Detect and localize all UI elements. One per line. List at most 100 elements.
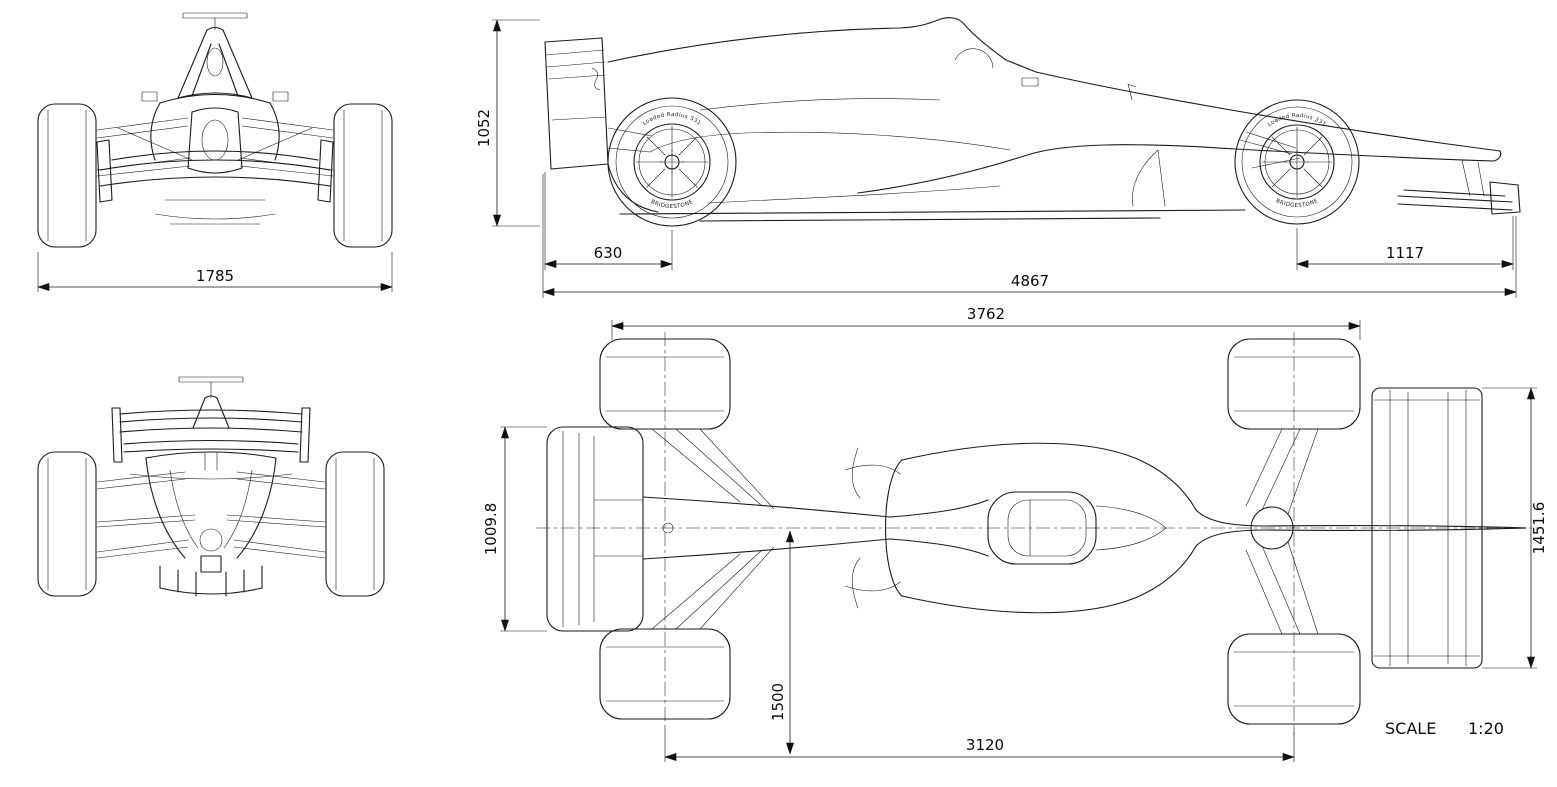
- rear-suspension-plan: [1245, 428, 1319, 635]
- dimension-label-front-wing-width: 1009.8: [482, 503, 500, 556]
- dimension-label-front-overhang: 1117: [1386, 244, 1424, 262]
- cockpit-opening: [987, 491, 1097, 565]
- dimension-overall-length: 4867: [542, 174, 1517, 298]
- front-wheel-spokes: [1261, 126, 1333, 198]
- beam-wing: [129, 473, 293, 480]
- chassis-keel: [857, 144, 1236, 194]
- scale-note: SCALE 1:20: [1385, 719, 1504, 738]
- antenna: [1127, 83, 1137, 101]
- monocoque-plan: [889, 499, 989, 557]
- side-view: Loaded Radius 331 BRIDGESTONE Loaded Rad…: [475, 17, 1521, 298]
- sidepod-outline-bottom: [901, 529, 1269, 614]
- rear-tire-marking-top: Loaded Radius 331: [642, 112, 702, 127]
- wing-beam: [607, 127, 653, 153]
- rear-wing-endplates: [111, 407, 311, 463]
- engine-cover-rear: [145, 451, 277, 559]
- rear-lower-bodywork: [607, 163, 659, 213]
- dimension-front-overhang: 1117: [1296, 216, 1514, 270]
- front-tire-left-tread: [47, 109, 87, 242]
- rear-tire-left-tread: [47, 457, 87, 591]
- tail-beam: [1267, 525, 1527, 531]
- dimension-front-track-width: 1785: [37, 252, 393, 292]
- rear-view: [37, 376, 385, 597]
- nose-plan: [642, 496, 891, 560]
- headrest: [1007, 499, 1087, 557]
- rear-tire-right: [325, 451, 385, 597]
- rear-wheel: Loaded Radius 331 BRIDGESTONE: [607, 97, 737, 227]
- front-tire-plan-top: [599, 338, 731, 430]
- rear-wing-plan: [1371, 387, 1483, 669]
- dimension-label-body-length: 3762: [967, 305, 1005, 323]
- dimension-label-track: 1500: [769, 683, 787, 721]
- floor: [619, 209, 1246, 222]
- front-wing-endplates: [96, 139, 334, 203]
- rear-suspension: [96, 471, 326, 559]
- rear-wing-planes: [119, 409, 303, 453]
- mirror-right: [272, 91, 289, 102]
- nose-camera: [662, 522, 674, 534]
- wing-supports: [204, 451, 218, 471]
- dimension-label-front-track: 1785: [196, 267, 234, 285]
- nose-cone: [187, 107, 243, 174]
- front-view: 1785: [37, 12, 393, 292]
- dimension-front-wing-width: 1009.8: [482, 426, 547, 632]
- lower-body: [154, 199, 276, 225]
- rear-tire-plan-bottom: [1227, 633, 1361, 725]
- rear-tire-right-tread: [335, 457, 375, 591]
- mirror: [1021, 77, 1039, 87]
- engine-cover-plan: [1095, 505, 1167, 551]
- dimension-body-length: 3762: [611, 305, 1361, 340]
- front-wing-endplate: [1489, 181, 1521, 215]
- rain-light: [200, 555, 222, 573]
- diffuser: [159, 565, 263, 597]
- helmet: [954, 48, 994, 69]
- rear-tire-plan-top: [1227, 338, 1361, 430]
- front-tire-plan-bottom: [599, 628, 731, 720]
- mirror-left: [141, 91, 158, 102]
- front-tire-right-tread: [343, 109, 383, 242]
- rear-wheel-spokes: [635, 125, 709, 199]
- bargeboard: [1132, 149, 1166, 207]
- nose-tip: [201, 119, 229, 161]
- engine-cover-inner: [169, 469, 253, 549]
- engine-cover-fin-line: [699, 98, 941, 111]
- endplate-logo: [591, 67, 601, 91]
- rear-wheel-center-mark: [660, 150, 684, 174]
- dimension-wheelbase: 3120: [664, 725, 1295, 762]
- sidepod-bottom-line: [707, 185, 1001, 204]
- dimension-label-wheelbase: 3120: [966, 736, 1004, 754]
- dimension-track: 1500: [769, 530, 794, 755]
- airbox-inlet: [206, 47, 224, 77]
- front-suspension-plan: [651, 428, 775, 630]
- front-tire-left: [37, 103, 97, 248]
- dimension-label-rear-overhang: 630: [594, 244, 623, 262]
- front-tire-right: [333, 103, 393, 248]
- dimension-overall-height: 1052: [475, 19, 540, 227]
- top-view: 3762 1009.8 1451.6 1500 3120: [482, 305, 1548, 762]
- front-wing-plan: [546, 426, 644, 632]
- sidepod-front-edge: [885, 459, 903, 597]
- nose-top: [1035, 71, 1501, 152]
- dimension-rear-overhang: 630: [544, 172, 673, 270]
- rollhoop-airbox: [177, 26, 253, 99]
- front-wing-flap-lines: [562, 430, 644, 628]
- dimension-label-overall-length: 4867: [1011, 272, 1049, 290]
- sidepod-top-line: [649, 131, 1011, 153]
- front-wing-profile: [1397, 189, 1513, 211]
- front-suspension: [96, 117, 334, 177]
- front-wheel-center-mark: [1285, 150, 1309, 174]
- rear-tire-marking-bottom: BRIDGESTONE: [650, 199, 695, 210]
- dimension-label-rear-wing-span: 1451.6: [1530, 502, 1548, 555]
- rear-wing-plan-elements: [1373, 389, 1481, 667]
- bargeboards-plan: [844, 447, 901, 609]
- rollhoop-rear: [192, 395, 230, 429]
- driveshafts: [96, 514, 326, 528]
- engine-intake-circle: [1250, 506, 1294, 550]
- scale-label: SCALE: [1385, 719, 1436, 738]
- nose-underside: [1234, 148, 1502, 162]
- wing-pylons: [1461, 159, 1485, 197]
- rear-tire-left: [37, 451, 97, 597]
- cockpit-shoulders: [150, 92, 280, 161]
